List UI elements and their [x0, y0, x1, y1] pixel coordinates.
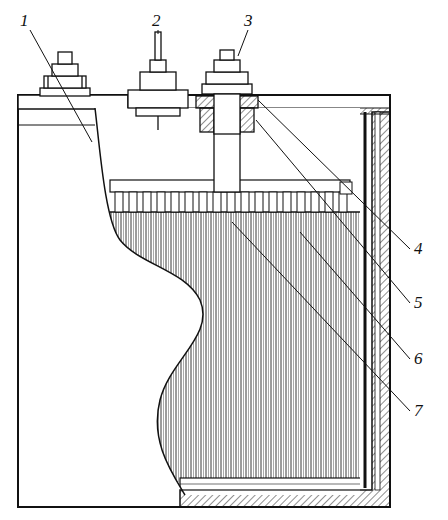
callout-number: 4 [412, 240, 425, 258]
callout-number: 1 [18, 12, 31, 30]
callout-number: 7 [412, 402, 425, 420]
callout-number: 2 [150, 12, 163, 30]
callout-number: 5 [412, 294, 425, 312]
callout-number: 3 [242, 12, 255, 30]
callout-number: 6 [412, 350, 425, 368]
